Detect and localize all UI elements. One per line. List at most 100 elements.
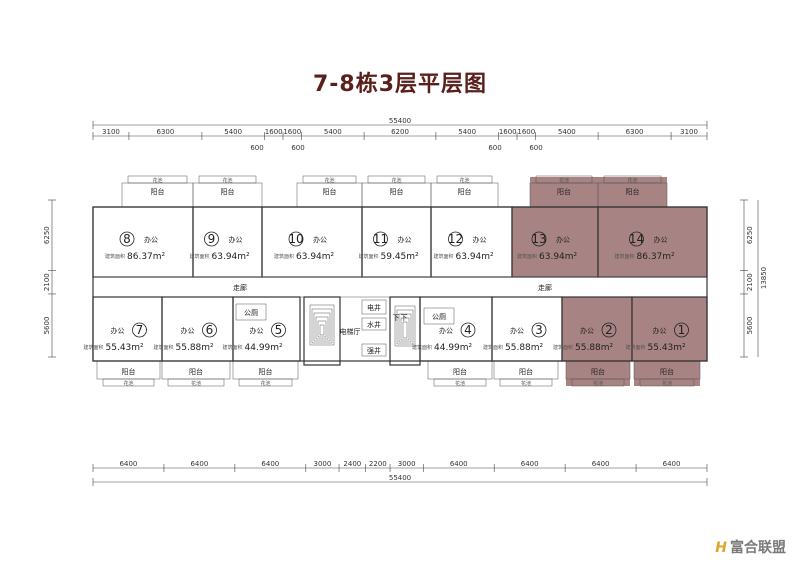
planter-label: 花池 — [123, 380, 133, 387]
office-unit — [430, 206, 513, 278]
balcony-label: 阳台 — [557, 187, 571, 196]
planter-label: 花池 — [459, 177, 469, 184]
stair-tread — [309, 304, 335, 346]
unit-area: 55.88m² — [575, 343, 614, 353]
balcony-label: 阳台 — [660, 367, 674, 376]
down-label: 下 — [401, 314, 408, 322]
stair-tread — [315, 316, 329, 340]
office-label: 办公 — [229, 235, 243, 244]
unit-number: 12 — [448, 232, 463, 246]
logo-text: 富合联盟 — [730, 540, 786, 556]
pantry-right — [423, 307, 455, 325]
unit-number: 10 — [288, 232, 303, 246]
balcony-label: 阳台 — [189, 367, 203, 376]
balcony-label: 阳台 — [591, 367, 605, 376]
top-dimension-label: 5400 — [324, 128, 342, 136]
unit-area: 63.94m² — [539, 252, 578, 262]
planter-label: 花池 — [627, 177, 637, 184]
planter-label: 花池 — [191, 380, 201, 387]
unit-number: 6 — [206, 323, 214, 337]
balcony-label: 阳台 — [323, 187, 337, 196]
top-dimension-label: 1600 — [283, 128, 301, 136]
office-label: 办公 — [556, 235, 570, 244]
area-prefix: 建筑面积 — [222, 344, 242, 351]
elevator-shaft-label: 电井 — [367, 303, 381, 312]
balcony-label: 阳台 — [626, 187, 640, 196]
left-dimension-label: 5600 — [43, 317, 51, 335]
planter — [571, 378, 625, 387]
area-prefix: 建筑面积 — [614, 253, 634, 260]
pantry-label: 公厕 — [244, 309, 258, 317]
unit-highlight — [562, 297, 632, 361]
balcony-label: 阳台 — [390, 187, 404, 196]
elevator-shaft — [361, 299, 387, 315]
unit-area: 63.94m² — [296, 252, 335, 262]
strong-well-label: 强井 — [367, 346, 381, 355]
unit-number-circle — [629, 231, 644, 247]
water-well — [361, 317, 387, 331]
planter — [302, 175, 357, 184]
planter — [436, 175, 493, 184]
planter — [639, 378, 695, 387]
office-label: 办公 — [439, 326, 453, 335]
bottom-dimension-label: 3000 — [398, 460, 416, 468]
unit-number: 14 — [629, 232, 644, 246]
office-label: 办公 — [653, 326, 667, 335]
planter — [603, 175, 662, 184]
unit-number: 5 — [275, 323, 283, 337]
unit-number: 9 — [208, 232, 216, 246]
top-dimension-label: 6300 — [626, 128, 644, 136]
stair-left — [303, 296, 341, 366]
right-dimension-label: 5600 — [746, 317, 754, 335]
bottom-dimension-label: 6400 — [521, 460, 539, 468]
planter-label: 花池 — [662, 380, 672, 387]
unit-number-circle — [202, 322, 217, 338]
unit-area: 55.88m² — [505, 343, 544, 353]
unit-number-circle — [531, 322, 547, 338]
top-dimension-total-label: 55400 — [389, 117, 411, 125]
planter — [238, 378, 293, 387]
top-dimension-label: 6200 — [391, 128, 409, 136]
logo-mark: H — [715, 540, 727, 556]
bottom-dimension-total-label: 55400 — [389, 474, 411, 482]
area-prefix: 建筑面积 — [153, 344, 173, 351]
office-unit — [261, 206, 363, 278]
stair-tread — [319, 324, 325, 336]
stair-tread — [402, 321, 408, 339]
stair-tread — [317, 320, 327, 338]
top-dimension-label: 3100 — [680, 128, 698, 136]
unit-area: 86.37m² — [127, 252, 166, 262]
office-label: 办公 — [313, 235, 327, 244]
unit-highlight — [632, 297, 707, 361]
stair-tread — [311, 308, 333, 344]
balcony-label: 阳台 — [519, 367, 533, 376]
unit-number-circle — [271, 322, 286, 338]
top-dimension-label: 6300 — [156, 128, 174, 136]
unit-area: 44.99m² — [245, 343, 284, 353]
balcony-highlight — [566, 361, 630, 386]
area-prefix: 建筑面积 — [412, 344, 432, 351]
unit-number-circle — [132, 322, 147, 338]
planter-label: 花池 — [593, 380, 603, 387]
bottom-dimension-label: 6400 — [663, 460, 681, 468]
unit-number: 7 — [136, 323, 144, 337]
planter-label: 花池 — [391, 177, 401, 184]
unit-area: 59.45m² — [381, 252, 420, 262]
top-dimension-label: 1600 — [517, 128, 535, 136]
planter — [198, 175, 257, 184]
stair-tread — [394, 305, 416, 347]
planter — [535, 175, 593, 184]
top-dimension-label: 1600 — [265, 128, 283, 136]
bottom-dimension-label: 6400 — [261, 460, 279, 468]
unit-number: 11 — [373, 232, 388, 246]
unit-highlight — [512, 207, 598, 277]
unit-number-circle — [601, 322, 617, 338]
unit-number: 1 — [678, 323, 686, 337]
bottom-dimension-label: 2200 — [369, 460, 387, 468]
right-dimension-label: 6250 — [746, 226, 754, 244]
top-dimension-label: 5400 — [224, 128, 242, 136]
office-unit — [92, 206, 194, 278]
left-dimension-label: 6250 — [43, 226, 51, 244]
